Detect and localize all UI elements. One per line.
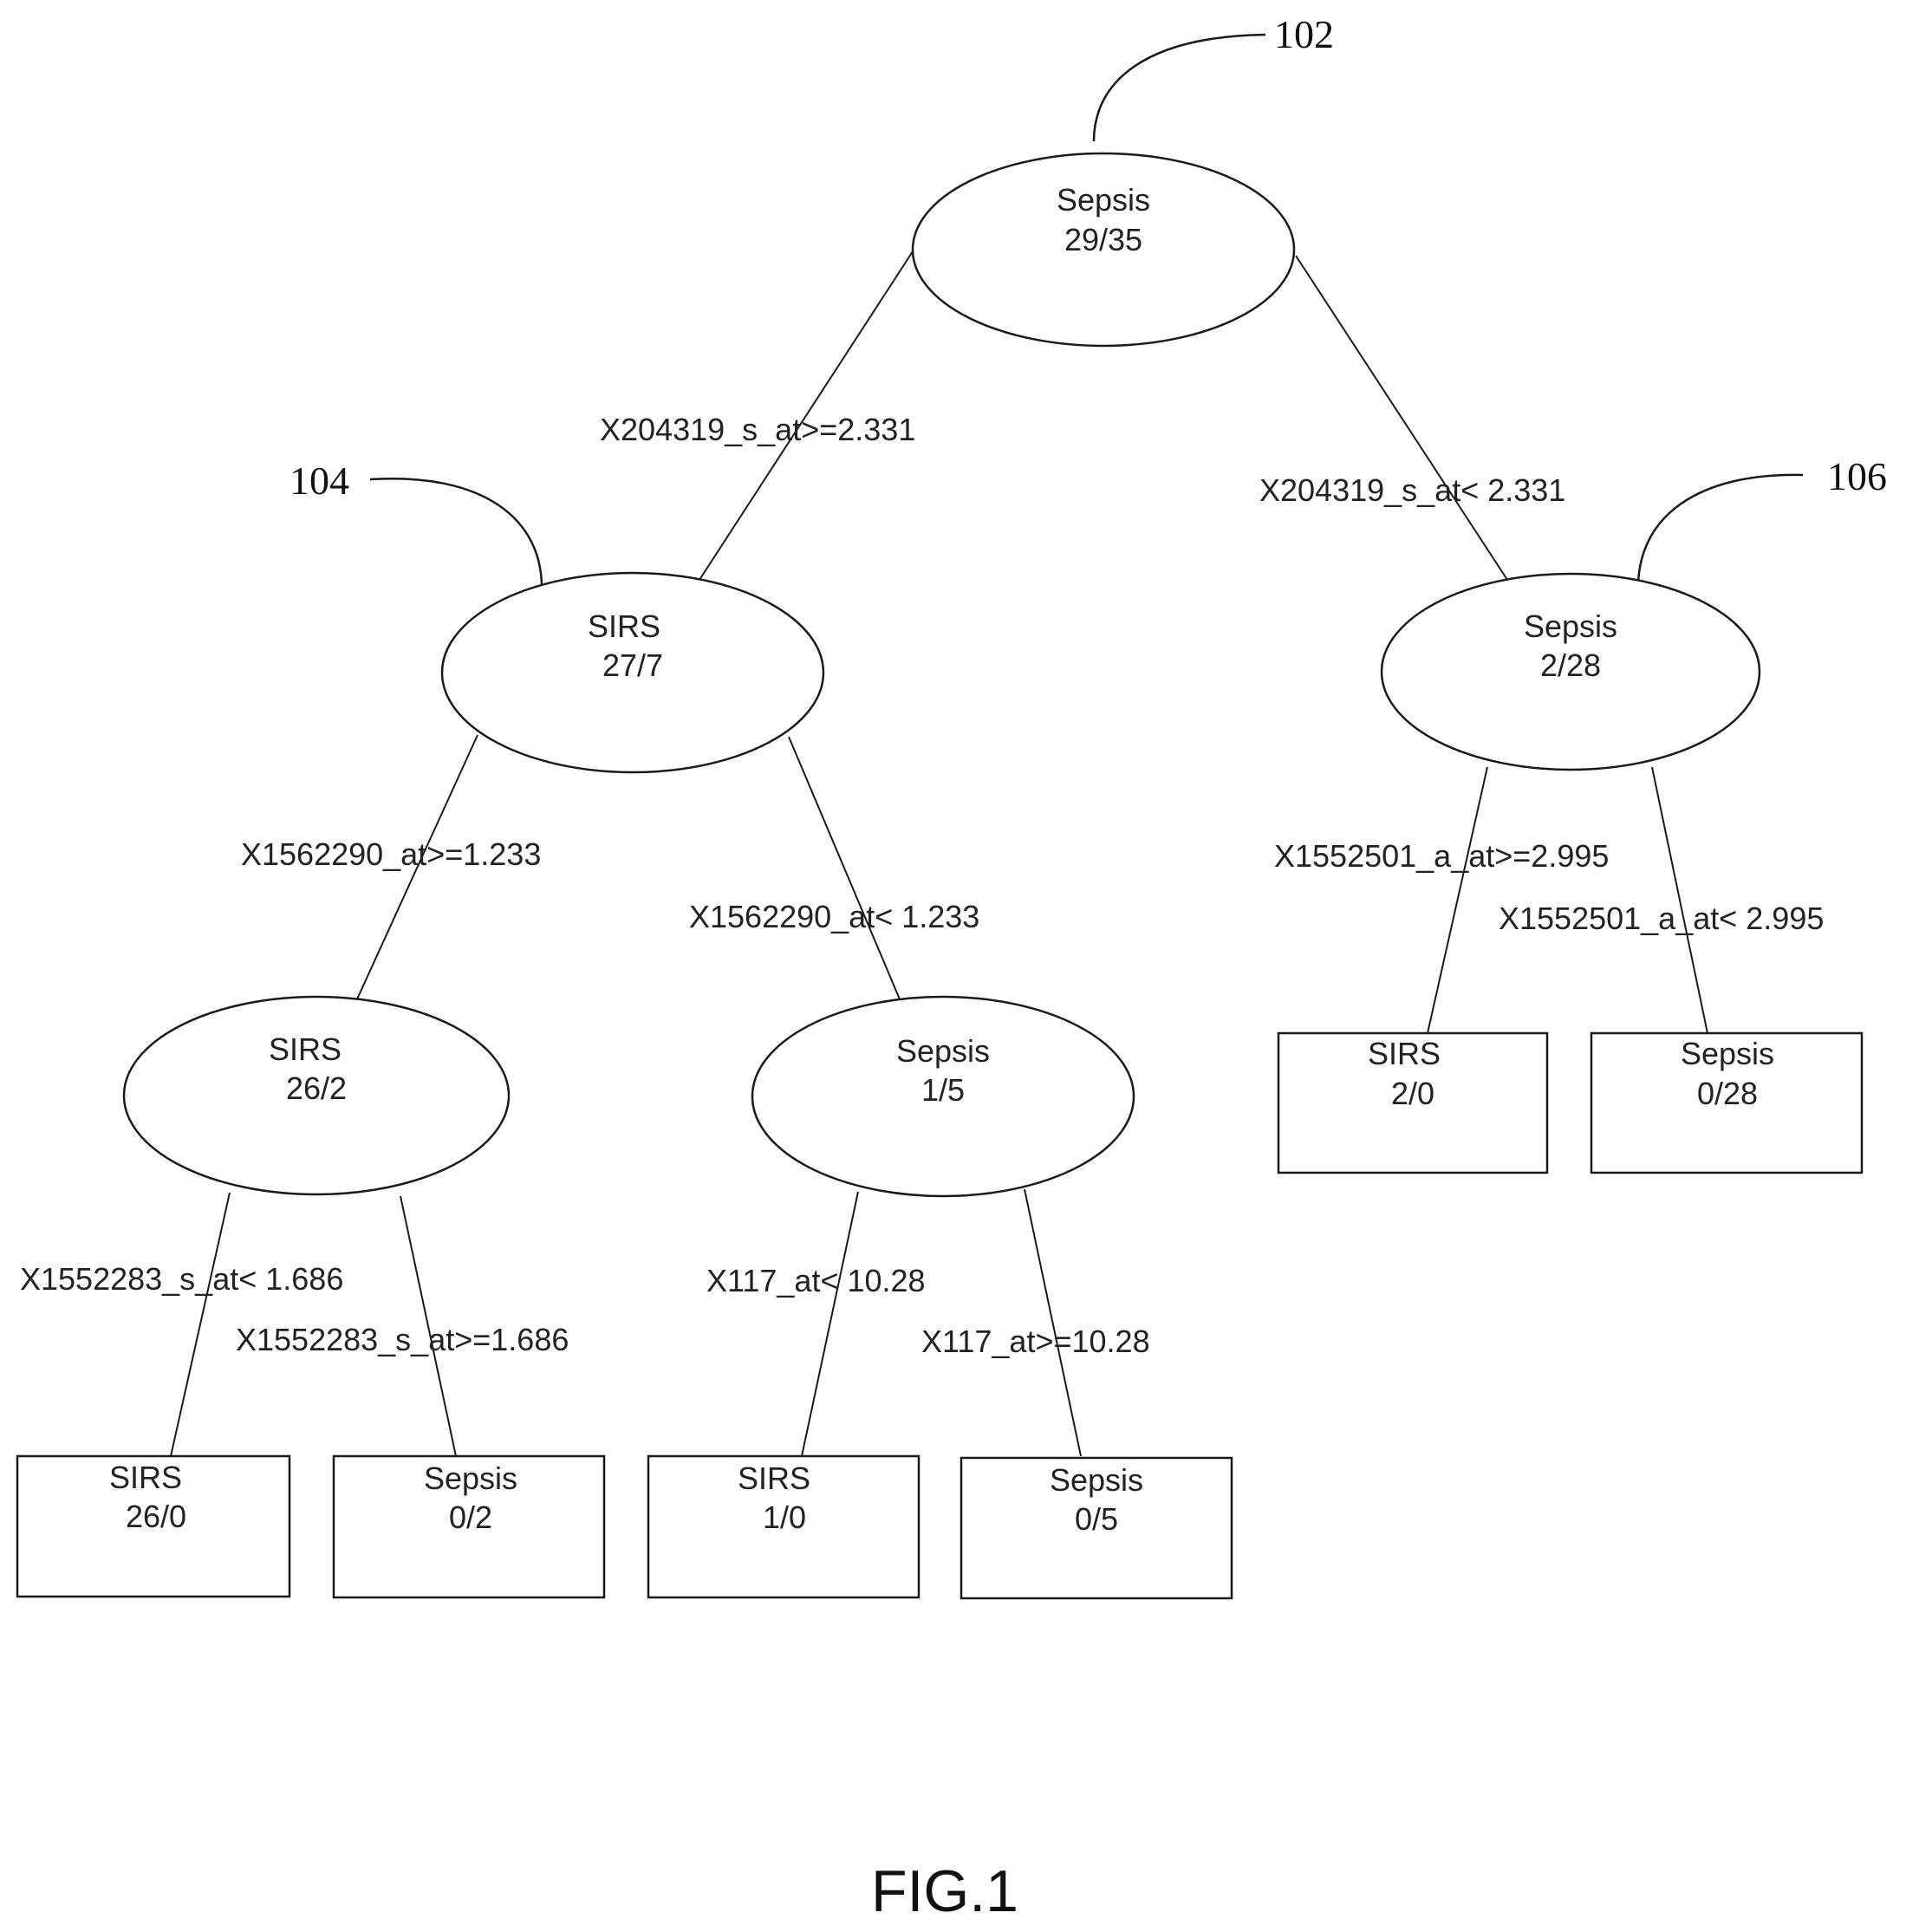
node-left: SIRS 27/7 (442, 573, 823, 772)
edge-leftright-leaf4 (1025, 1189, 1081, 1456)
node-left-label: SIRS (588, 608, 660, 644)
leader-102 (1094, 35, 1265, 141)
figure-label: FIG.1 (871, 1858, 1018, 1924)
leaf-1: SIRS 26/0 (17, 1456, 289, 1597)
edge-label-left-right: X1562290_at< 1.233 (689, 899, 979, 934)
leaf-4: Sepsis 0/5 (961, 1458, 1232, 1598)
edge-label-right-leaf5: X1552501_a_at>=2.995 (1274, 838, 1609, 874)
leaf-3: SIRS 1/0 (648, 1456, 919, 1597)
node-root-counts: 29/35 (1064, 222, 1142, 257)
leaf-3-label: SIRS (738, 1460, 810, 1496)
edge-label-right-leaf6: X1552501_a_at< 2.995 (1499, 901, 1824, 936)
leaf-2-label: Sepsis (424, 1460, 517, 1496)
edge-leftright-leaf3 (802, 1192, 858, 1456)
edge-root-right (1296, 256, 1511, 585)
leaf-4-label: Sepsis (1050, 1462, 1143, 1498)
node-left-left-label: SIRS (269, 1031, 342, 1067)
ref-numeral-102: 102 (1274, 12, 1334, 56)
node-left-right-counts: 1/5 (921, 1072, 965, 1108)
leaf-5-label: SIRS (1368, 1036, 1441, 1071)
edge-label-leftright-leaf3: X117_at< 10.28 (706, 1263, 926, 1298)
leaf-6-label: Sepsis (1681, 1036, 1774, 1071)
ref-numeral-106: 106 (1827, 454, 1887, 498)
node-right-counts: 2/28 (1540, 647, 1601, 683)
ref-numeral-104: 104 (289, 459, 349, 503)
node-left-right: Sepsis 1/5 (752, 997, 1134, 1196)
leaf-1-counts: 26/0 (126, 1499, 186, 1534)
node-left-left-counts: 26/2 (286, 1070, 347, 1106)
edge-label-leftleft-leaf2: X1552283_s_at>=1.686 (236, 1322, 569, 1357)
node-left-counts: 27/7 (602, 647, 663, 683)
leaf-2-counts: 0/2 (449, 1499, 492, 1535)
node-root-label: Sepsis (1057, 182, 1150, 218)
leaf-6-counts: 0/28 (1697, 1076, 1758, 1111)
leaf-5-counts: 2/0 (1391, 1076, 1434, 1111)
node-right: Sepsis 2/28 (1382, 574, 1760, 770)
leaf-3-counts: 1/0 (763, 1499, 806, 1535)
edge-label-root-left: X204319_s_at>=2.331 (600, 412, 915, 447)
leaf-1-label: SIRS (109, 1460, 182, 1495)
leaf-5: SIRS 2/0 (1278, 1033, 1547, 1173)
edge-left-leftright (789, 737, 902, 1005)
node-left-right-label: Sepsis (896, 1033, 990, 1069)
leaf-6: Sepsis 0/28 (1591, 1033, 1862, 1173)
edge-leftleft-leaf1 (171, 1193, 230, 1456)
node-root: Sepsis 29/35 (913, 153, 1294, 346)
node-left-left: SIRS 26/2 (124, 997, 509, 1194)
leader-104 (370, 478, 542, 588)
edge-right-leaf5 (1428, 767, 1487, 1033)
edge-label-leftright-leaf4: X117_at>=10.28 (921, 1324, 1150, 1359)
edge-label-root-right: X204319_s_at< 2.331 (1259, 472, 1565, 508)
edge-label-left-left: X1562290_at>=1.233 (241, 836, 541, 872)
edge-label-leftleft-leaf1: X1552283_s_at< 1.686 (20, 1261, 343, 1297)
leaf-4-counts: 0/5 (1075, 1501, 1118, 1537)
node-right-label: Sepsis (1524, 608, 1617, 644)
leaf-2: Sepsis 0/2 (334, 1456, 604, 1597)
leader-106 (1638, 475, 1803, 588)
